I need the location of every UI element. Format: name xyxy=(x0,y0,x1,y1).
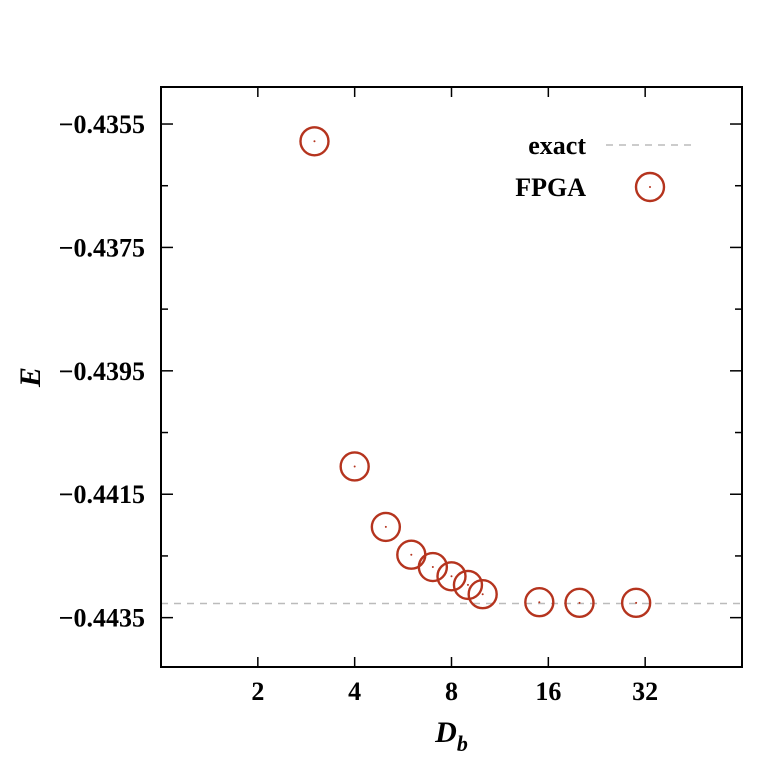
x-tick-label: 8 xyxy=(445,677,458,706)
legend-label-fpga: FPGA xyxy=(515,173,586,202)
fpga-point-center xyxy=(431,566,434,569)
x-tick-label: 32 xyxy=(632,677,658,706)
fpga-point-center xyxy=(450,575,453,578)
fpga-series xyxy=(299,126,652,619)
tick-labels: 2 4 8 16 32 −0.4355 −0.4375 −0.4395 −0.4415 −0.44… xyxy=(59,110,658,706)
axis-ticks xyxy=(161,87,742,667)
fpga-point xyxy=(436,561,467,592)
fpga-point-center xyxy=(578,601,581,604)
y-axis-label: E xyxy=(14,367,47,388)
fpga-point-center xyxy=(353,465,356,468)
x-axis-label-main: D xyxy=(434,716,457,749)
fpga-point xyxy=(524,587,555,618)
y-tick-label: −0.4375 xyxy=(59,233,145,262)
fpga-point xyxy=(339,451,370,482)
fpga-point-center xyxy=(538,601,541,604)
plot-frame xyxy=(160,86,743,668)
fpga-point xyxy=(564,587,595,619)
fpga-point-center xyxy=(481,593,484,596)
fpga-point xyxy=(467,578,498,610)
fpga-point xyxy=(417,551,449,583)
fpga-point xyxy=(620,587,652,619)
legend-swatch-fpga xyxy=(634,171,666,203)
fpga-point-center xyxy=(466,583,469,586)
fpga-point-center xyxy=(410,553,413,556)
fpga-point-center xyxy=(635,601,638,604)
x-tick-label: 2 xyxy=(251,677,264,706)
fpga-point-center xyxy=(313,140,316,143)
x-tick-label: 16 xyxy=(535,677,561,706)
legend-swatch-fpga-center xyxy=(649,186,651,188)
x-tick-label: 4 xyxy=(348,677,361,706)
fpga-point xyxy=(452,569,484,601)
y-tick-label: −0.4415 xyxy=(59,480,145,509)
y-tick-label: −0.4395 xyxy=(59,357,145,386)
legend-label-exact: exact xyxy=(528,131,586,160)
x-axis-label: Db xyxy=(434,716,468,756)
x-axis-label-subscript: b xyxy=(457,731,468,756)
y-tick-label: −0.4355 xyxy=(59,110,145,139)
fpga-point xyxy=(370,511,402,543)
fpga-point xyxy=(299,126,330,157)
fpga-point-center xyxy=(384,525,387,528)
y-tick-label: −0.4435 xyxy=(59,604,145,633)
